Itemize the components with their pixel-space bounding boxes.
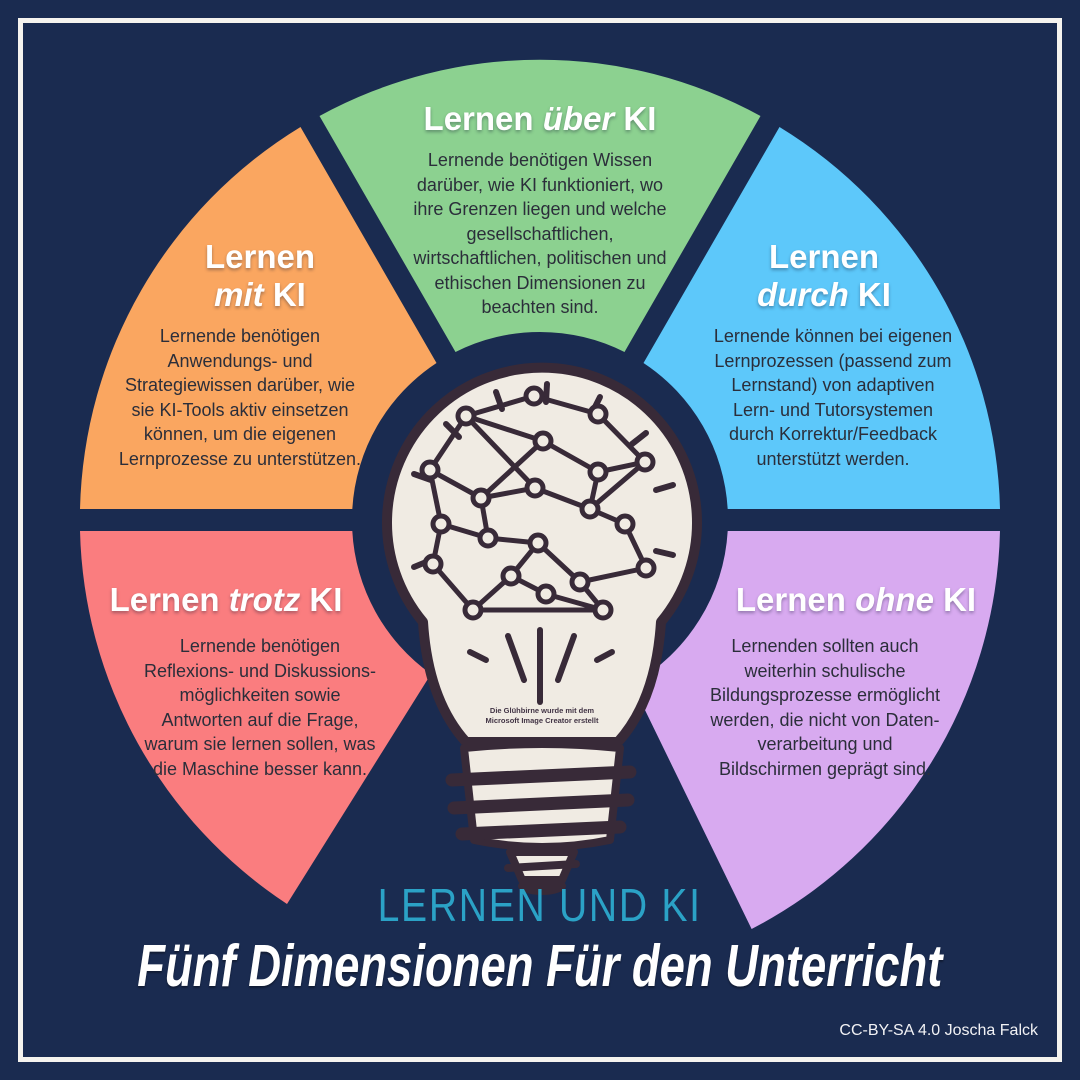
heading-lernen-durch-ki: Lernen durch KI: [757, 238, 891, 314]
neural-network-edges: [427, 393, 649, 613]
bulb-filament: [467, 627, 615, 705]
body-lernen-ohne-ki: Lernenden sollten auch weiterhin schulis…: [709, 636, 941, 779]
body-lernen-ueber-ki: Lernende benötigen Wissen darüber, wie K…: [413, 150, 667, 317]
petal-lernen-mit-ki: [80, 127, 437, 509]
bulb-base-threads: [445, 765, 637, 841]
heading-lernen-mit-ki: Lernen mit KI: [204, 238, 316, 314]
heading-lernen-ueber-ki: Lernen über KI: [423, 100, 657, 137]
bulb-foot-tip: [518, 877, 566, 895]
subtitle-lernen-und-ki: LERNEN UND KI: [377, 879, 703, 931]
bulb-image-credit: Die Glühbirne wurde mit dem Microsoft Im…: [485, 706, 599, 726]
petal-lernen-ohne-ki: [632, 531, 1000, 929]
neural-network-nodes: [419, 385, 657, 621]
heading-lernen-trotz-ki: Lernen trotz KI: [109, 581, 343, 618]
petal-lernen-durch-ki: [643, 127, 1000, 509]
petal-lernen-trotz-ki: [80, 531, 431, 904]
heading-lernen-ohne-ki: Lernen ohne KI: [735, 581, 977, 618]
body-lernen-durch-ki: Lernende können bei eigenen Lernprozesse…: [713, 326, 953, 469]
license-credit: CC-BY-SA 4.0 Joscha Falck: [839, 1022, 1038, 1039]
bulb-glass: [382, 362, 702, 747]
main-title: Fünf Dimensionen Für den Unterricht: [137, 933, 943, 999]
body-lernen-mit-ki: Lernende benötigen Anwendungs- und Strat…: [118, 326, 362, 469]
lightbulb-icon: [382, 362, 702, 895]
body-lernen-trotz-ki: Lernende benötigen Reflexions- und Disku…: [143, 636, 377, 779]
petal-lernen-ueber-ki: [319, 59, 761, 353]
